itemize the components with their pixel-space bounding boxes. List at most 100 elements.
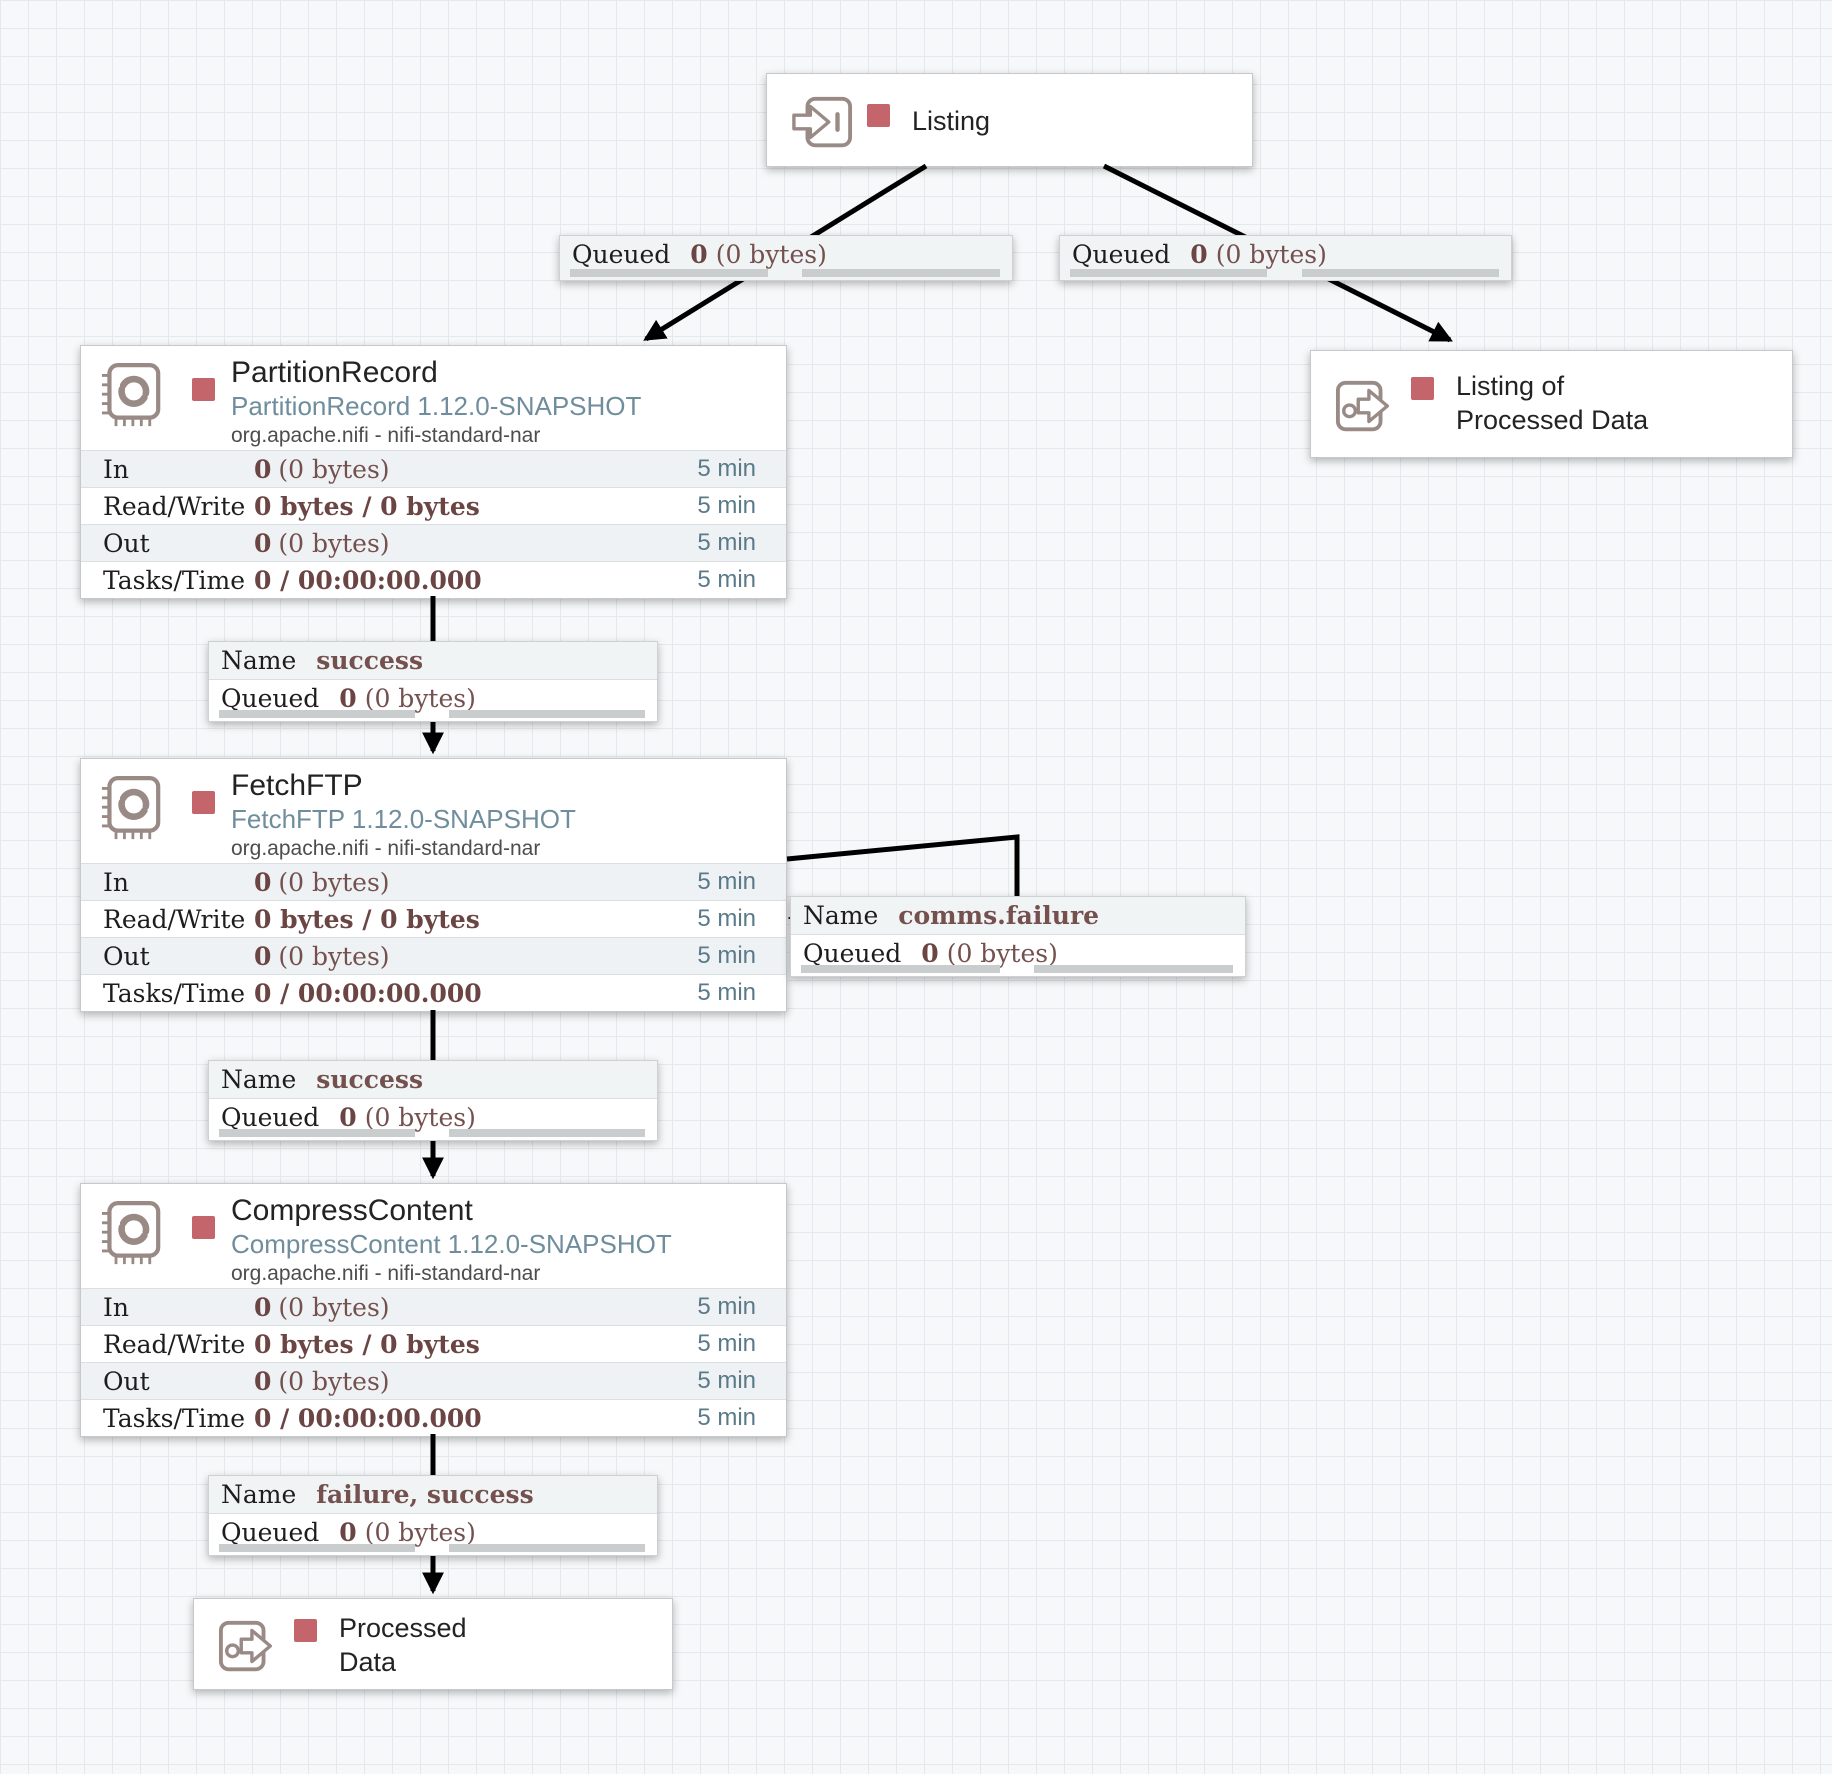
queued-label: Queued — [221, 1103, 320, 1132]
stopped-indicator-icon — [294, 1619, 317, 1642]
input-port-listing[interactable]: Listing — [766, 73, 1253, 167]
stat-time-window: 5 min — [697, 905, 756, 932]
stat-value: 0 bytes / 0 bytes — [254, 904, 480, 934]
queued-label: Queued — [1072, 240, 1171, 269]
queued-count: 0 — [339, 1518, 357, 1547]
connection-label-comms-failure[interactable]: Name comms.failure Queued 0 (0 bytes) — [790, 896, 1246, 977]
stopped-indicator-icon — [192, 378, 215, 401]
stat-value: 0 / 00:00:00.000 — [254, 565, 482, 595]
stat-label: Out — [103, 1366, 150, 1396]
name-row: Name failure, success — [209, 1476, 657, 1514]
queued-size: (0 bytes) — [364, 1518, 476, 1547]
stat-label: In — [103, 1292, 129, 1322]
queued-count: 0 — [339, 1103, 357, 1132]
name-label: Name — [803, 901, 879, 930]
stat-time-window: 5 min — [697, 1293, 756, 1320]
stat-value: 0 / 00:00:00.000 — [254, 978, 482, 1008]
stat-value: 0(0 bytes) — [254, 867, 390, 897]
stat-time-window: 5 min — [697, 492, 756, 519]
queued-size: (0 bytes) — [364, 684, 476, 713]
queued-size: (0 bytes) — [946, 939, 1058, 968]
processor-partition-record[interactable]: PartitionRecord PartitionRecord 1.12.0-S… — [80, 345, 787, 599]
stat-row-tasks-time: Tasks/Time 0 / 00:00:00.000 5 min — [81, 1399, 786, 1436]
queued-size: (0 bytes) — [715, 240, 827, 269]
stat-time-window: 5 min — [697, 1367, 756, 1394]
stat-label: Read/Write — [103, 904, 246, 934]
queued-count: 0 — [921, 939, 939, 968]
stat-value: 0 bytes / 0 bytes — [254, 491, 480, 521]
stat-label: Out — [103, 941, 150, 971]
name-value: failure, success — [316, 1480, 534, 1509]
stat-time-window: 5 min — [697, 942, 756, 969]
name-label: Name — [221, 1480, 297, 1509]
connection-label-queued[interactable]: Queued 0 (0 bytes) — [559, 235, 1013, 281]
stat-row-in: In 0(0 bytes) 5 min — [81, 1288, 786, 1325]
queued-count: 0 — [690, 240, 708, 269]
stat-row-tasks-time: Tasks/Time 0 / 00:00:00.000 5 min — [81, 561, 786, 598]
connection-label-failure-success[interactable]: Name failure, success Queued 0 (0 bytes) — [208, 1475, 658, 1556]
processor-icon — [101, 363, 161, 427]
name-label: Name — [221, 1065, 297, 1094]
processor-bundle: org.apache.nifi - nifi-standard-nar — [231, 424, 541, 447]
stat-value: 0(0 bytes) — [254, 528, 390, 558]
stat-label: Tasks/Time — [103, 565, 246, 595]
queued-size: (0 bytes) — [364, 1103, 476, 1132]
processor-name: PartitionRecord — [231, 356, 438, 389]
queued-row: Queued 0 (0 bytes) — [209, 1514, 657, 1555]
name-label: Name — [221, 646, 297, 675]
queue-capacity-bars — [801, 965, 1233, 973]
connection-label-success[interactable]: Name success Queued 0 (0 bytes) — [208, 1060, 658, 1141]
queued-row: Queued 0 (0 bytes) — [209, 680, 657, 721]
stopped-indicator-icon — [867, 104, 890, 127]
stat-row-in: In 0(0 bytes) 5 min — [81, 450, 786, 487]
stat-value: 0(0 bytes) — [254, 1292, 390, 1322]
processor-compress-content[interactable]: CompressContent CompressContent 1.12.0-S… — [80, 1183, 787, 1437]
port-label: Processed Data — [339, 1613, 467, 1677]
name-row: Name success — [209, 642, 657, 680]
stat-row-in: In 0(0 bytes) 5 min — [81, 863, 786, 900]
stat-label: Read/Write — [103, 1329, 246, 1359]
stat-label: In — [103, 867, 129, 897]
queued-row: Queued 0 (0 bytes) — [791, 935, 1245, 976]
queued-label: Queued — [221, 1518, 320, 1547]
stat-label: Tasks/Time — [103, 978, 246, 1008]
stat-label: In — [103, 454, 129, 484]
output-port-listing-of-processed-data[interactable]: Listing of Processed Data — [1310, 350, 1793, 458]
queue-capacity-bars — [219, 710, 645, 718]
port-label: Listing — [912, 106, 991, 136]
queue-capacity-bars — [570, 269, 1000, 277]
port-label: Listing of Processed Data — [1456, 371, 1649, 435]
processor-fetch-ftp[interactable]: FetchFTP FetchFTP 1.12.0-SNAPSHOT org.ap… — [80, 758, 787, 1012]
stat-time-window: 5 min — [697, 1330, 756, 1357]
stat-row-out: Out 0(0 bytes) 5 min — [81, 524, 786, 561]
connection-label-success[interactable]: Name success Queued 0 (0 bytes) — [208, 641, 658, 722]
stat-label: Read/Write — [103, 491, 246, 521]
output-port-icon — [1335, 380, 1390, 432]
queued-label: Queued — [803, 939, 902, 968]
stat-time-window: 5 min — [697, 979, 756, 1006]
name-value: success — [316, 1065, 424, 1094]
stopped-indicator-icon — [1411, 377, 1434, 400]
stat-row-out: Out 0(0 bytes) 5 min — [81, 1362, 786, 1399]
processor-type-version: FetchFTP 1.12.0-SNAPSHOT — [231, 804, 576, 834]
processor-bundle: org.apache.nifi - nifi-standard-nar — [231, 1262, 541, 1285]
processor-bundle: org.apache.nifi - nifi-standard-nar — [231, 837, 541, 860]
stat-value: 0 / 00:00:00.000 — [254, 1403, 482, 1433]
processor-header: FetchFTP FetchFTP 1.12.0-SNAPSHOT org.ap… — [81, 759, 786, 863]
processor-header: PartitionRecord PartitionRecord 1.12.0-S… — [81, 346, 786, 450]
queue-capacity-bars — [1070, 269, 1499, 277]
connection-label-queued[interactable]: Queued 0 (0 bytes) — [1059, 235, 1512, 281]
stat-value: 0(0 bytes) — [254, 941, 390, 971]
processor-icon — [101, 776, 161, 840]
output-port-processed-data[interactable]: Processed Data — [193, 1598, 673, 1690]
stat-label: Out — [103, 528, 150, 558]
stat-row-tasks-time: Tasks/Time 0 / 00:00:00.000 5 min — [81, 974, 786, 1011]
stat-time-window: 5 min — [697, 529, 756, 556]
stopped-indicator-icon — [192, 1216, 215, 1239]
processor-name: FetchFTP — [231, 769, 363, 802]
stat-label: Tasks/Time — [103, 1403, 246, 1433]
stat-value: 0(0 bytes) — [254, 1366, 390, 1396]
name-value: success — [316, 646, 424, 675]
output-port-icon — [218, 1620, 273, 1672]
